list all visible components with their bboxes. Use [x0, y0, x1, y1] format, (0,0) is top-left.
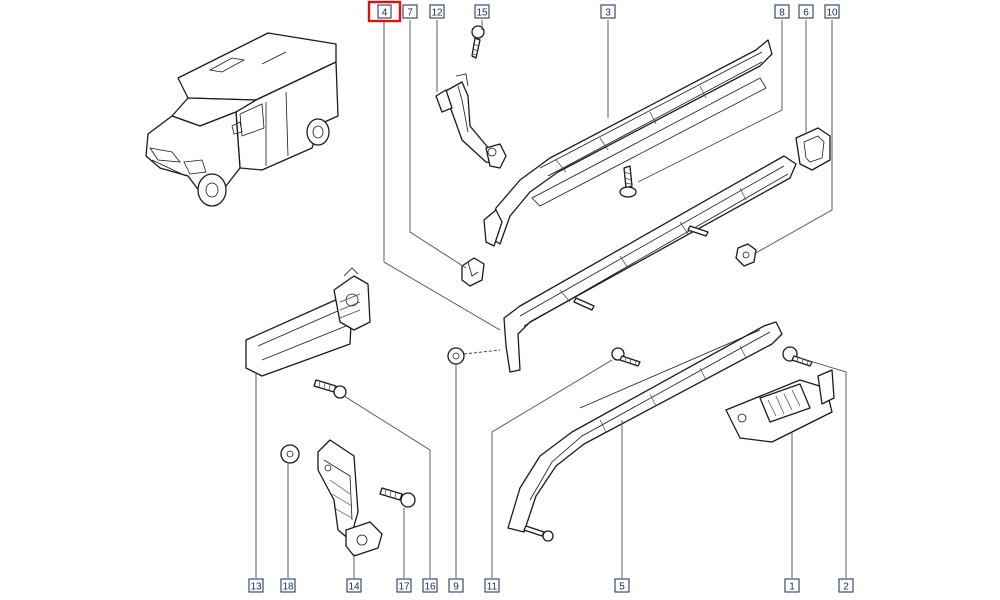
part-3-upper-rail — [483, 39, 773, 247]
callout-11[interactable]: 11 — [484, 578, 500, 593]
callout-16-label: 16 — [424, 582, 436, 593]
callout-11-label: 11 — [487, 582, 498, 593]
callout-14-label: 14 — [348, 582, 360, 593]
callout-6[interactable]: 6 — [798, 4, 814, 19]
callout-5[interactable]: 5 — [614, 578, 630, 593]
callout-3[interactable]: 3 — [600, 4, 616, 19]
callout-17[interactable]: 17 — [396, 578, 412, 593]
callout-12-label: 12 — [431, 8, 443, 19]
part-15-screw — [471, 25, 485, 59]
part-8-screw — [619, 165, 637, 198]
callout-10-label: 10 — [826, 8, 838, 19]
part-6-clip — [795, 127, 831, 171]
callout-18-label: 18 — [282, 582, 294, 593]
callout-13-label: 13 — [250, 582, 262, 593]
van-illustration — [145, 32, 339, 207]
callout-7-label: 7 — [407, 8, 413, 19]
callout-9-label: 9 — [453, 582, 459, 593]
callout-14[interactable]: 14 — [346, 578, 362, 593]
callout-2-label: 2 — [843, 582, 849, 593]
callout-1-label: 1 — [789, 582, 795, 593]
part-7-clip — [461, 257, 485, 287]
part-13-hinge-bracket — [245, 267, 371, 377]
callout-9[interactable]: 9 — [448, 578, 464, 593]
part-17-screw — [379, 487, 416, 508]
part-2-screw — [782, 346, 813, 367]
part-16-screw — [313, 379, 347, 399]
callout-1[interactable]: 1 — [784, 578, 800, 593]
part-4-middle-rail — [503, 155, 797, 373]
callout-10[interactable]: 10 — [824, 4, 840, 19]
leader-lines — [255, 20, 847, 578]
part-1-guide-assembly — [725, 369, 835, 443]
callout-13[interactable]: 13 — [248, 578, 264, 593]
callout-15[interactable]: 15 — [474, 4, 490, 19]
callout-7[interactable]: 7 — [402, 4, 418, 19]
callout-15-label: 15 — [476, 8, 488, 19]
callout-18[interactable]: 18 — [280, 578, 296, 593]
part-5-lower-rail — [507, 321, 783, 542]
part-11-screw — [611, 347, 641, 367]
callout-16[interactable]: 16 — [422, 578, 438, 593]
callout-4-label: 4 — [382, 8, 388, 19]
callout-3-label: 3 — [605, 8, 611, 19]
callout-5-label: 5 — [619, 582, 625, 593]
callout-17-label: 17 — [398, 582, 410, 593]
callout-8-label: 8 — [779, 8, 785, 19]
callout-6-label: 6 — [803, 8, 809, 19]
callout-12[interactable]: 12 — [429, 4, 445, 19]
callout-2[interactable]: 2 — [838, 578, 854, 593]
part-9-screw — [447, 347, 501, 365]
part-14-lower-bracket — [317, 439, 383, 557]
callout-4[interactable]: 4 — [367, 0, 402, 23]
part-10-nut — [735, 243, 757, 267]
part-12-strap-bracket — [435, 73, 507, 169]
callouts: 4 12 15 3 8 6 10 7 — [248, 0, 854, 593]
part-18-nut — [280, 444, 300, 464]
callout-8[interactable]: 8 — [774, 4, 790, 19]
